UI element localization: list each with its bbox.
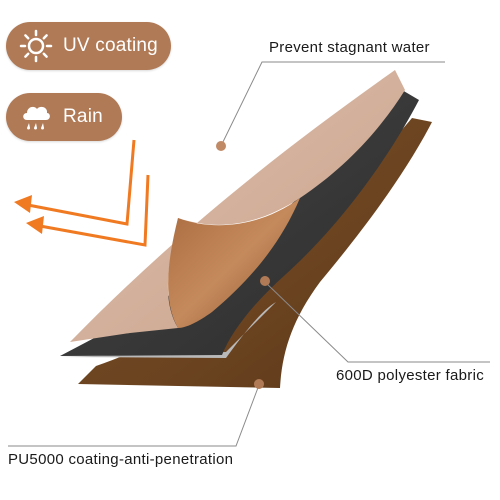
- arrowhead-upper: [14, 195, 32, 213]
- curled-corner: [168, 198, 300, 328]
- layer-label-middle: 600D polyester fabric: [336, 367, 485, 384]
- leader-top: [220, 61, 445, 147]
- rain-label: Rain: [63, 106, 103, 127]
- marker-dot-mid: [260, 276, 270, 286]
- pu-coating-layer: [78, 118, 432, 388]
- top-layer: [70, 70, 405, 342]
- rain-badge: Rain: [6, 93, 122, 141]
- layer-label-bottom: PU5000 coating-anti-penetration: [8, 451, 234, 468]
- uv-coating-label: UV coating: [63, 35, 158, 56]
- layer-label-top: Prevent stagnant water: [269, 39, 430, 56]
- leader-mid: [264, 281, 490, 363]
- leader-lines: [8, 61, 490, 447]
- sun-icon: [19, 29, 53, 63]
- leader-bottom: [8, 384, 260, 447]
- reflection-arrows: [27, 139, 150, 247]
- rain-cloud-icon: [23, 106, 50, 130]
- marker-dot-top: [216, 141, 226, 151]
- marker-dot-bottom: [254, 379, 264, 389]
- reflection-arrow-lower: [39, 174, 150, 247]
- uv-coating-badge: UV coating: [6, 22, 171, 70]
- reflection-arrow-upper: [27, 139, 136, 226]
- arrowhead-lower: [26, 216, 44, 234]
